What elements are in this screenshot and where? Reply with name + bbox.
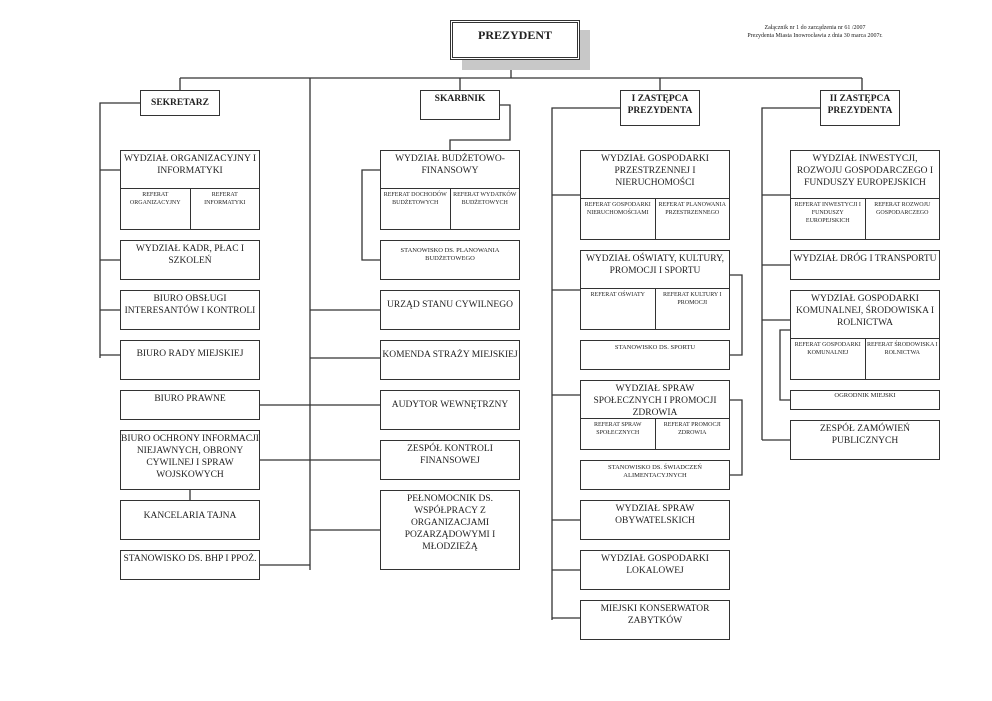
dept-title: WYDZIAŁ SPRAW SPOŁECZNYCH I PROMOCJI ZDR…: [593, 384, 717, 418]
sekretarz-box: SEKRETARZ: [140, 90, 220, 116]
dept-komunalnej: WYDZIAŁ GOSPODARKI KOMUNALNEJ, ŚRODOWISK…: [790, 290, 940, 380]
office-usc: URZĄD STANU CYWILNEGO: [380, 290, 520, 330]
ogrodnik: OGRODNIK MIEJSKI: [790, 390, 940, 410]
dept-obywatelskich: WYDZIAŁ SPRAW OBYWATELSKICH: [580, 500, 730, 540]
office-rady: BIURO RADY MIEJSKIEJ: [120, 340, 260, 380]
plenipotentiary: PEŁNOMOCNIK DS. WSPÓŁPRACY Z ORGANIZACJA…: [380, 490, 520, 570]
dept-inwestycji: WYDZIAŁ INWESTYCJI, ROZWOJU GOSPODARCZEG…: [790, 150, 940, 240]
dept-title: WYDZIAŁ GOSPODARKI PRZESTRZENNEJ I NIERU…: [601, 154, 709, 188]
sub-unit: REFERAT PROMOCJI ZDROWIA: [654, 419, 730, 449]
kancelaria-tajna: KANCELARIA TAJNA: [120, 500, 260, 540]
office-audytor: AUDYTOR WEWNĘTRZNY: [380, 390, 520, 430]
dept-title: WYDZIAŁ OŚWIATY, KULTURY, PROMOCJI I SPO…: [585, 254, 725, 276]
dept-title: WYDZIAŁ ORGANIZACYJNY I INFORMATYKI: [123, 154, 257, 176]
dept-budzetowy: WYDZIAŁ BUDŻETOWO-FINANSOWY REFERAT DOCH…: [380, 150, 520, 230]
dept-title: WYDZIAŁ INWESTYCJI, ROZWOJU GOSPODARCZEG…: [796, 154, 934, 188]
dept-organizacyjny: WYDZIAŁ ORGANIZACYJNY I INFORMATYKI REFE…: [120, 150, 260, 230]
skarbnik-box: SKARBNIK: [420, 90, 500, 120]
team-kontroli: ZESPÓŁ KONTROLI FINANSOWEJ: [380, 440, 520, 480]
dept-title: WYDZIAŁ GOSPODARKI KOMUNALNEJ, ŚRODOWISK…: [795, 294, 934, 328]
sub-unit: REFERAT GOSPODARKI NIERUCHOMOŚCIAMI: [584, 202, 651, 216]
document-note: Załącznik nr 1 do zarządzenia nr 61 /200…: [700, 24, 930, 41]
sub-unit: REFERAT INFORMATYKI: [189, 189, 260, 229]
sub-unit: REFERAT KULTURY I PROMOCJI: [654, 289, 730, 329]
sub-unit: REFERAT PLANOWANIA PRZESTRZENNEGO: [654, 199, 730, 239]
post-swiadczen: STANOWISKO DS. ŚWIADCZEŃ ALIMENTACYJNYCH: [580, 460, 730, 490]
sub-unit: REFERAT WYDATKÓW BUDŻETOWYCH: [449, 189, 520, 229]
note-line: Prezydenta Miasta Inowrocławia z dnia 30…: [747, 33, 883, 40]
office-ochrony: BIURO OCHRONY INFORMACJI NIEJAWNYCH, OBR…: [120, 430, 260, 490]
dept-drog: WYDZIAŁ DRÓG I TRANSPORTU: [790, 250, 940, 280]
sub-unit: REFERAT ROZWOJU GOSPODARCZEGO: [864, 199, 940, 239]
office-prawne: BIURO PRAWNE: [120, 390, 260, 420]
post-planowania: STANOWISKO DS. PLANOWANIA BUDŻETOWEGO: [380, 240, 520, 280]
sub-unit: REFERAT INWESTYCJI I FUNDUSZY EUROPEJSKI…: [794, 202, 861, 224]
president-box: PREZYDENT: [450, 20, 580, 60]
team-zamowien: ZESPÓŁ ZAMÓWIEŃ PUBLICZNYCH: [790, 420, 940, 460]
dept-kadr: WYDZIAŁ KADR, PŁAC I SZKOLEŃ: [120, 240, 260, 280]
sub-unit: REFERAT ŚRODOWISKA I ROLNICTWA: [864, 339, 940, 379]
sub-unit: REFERAT GOSPODARKI KOMUNALNEJ: [794, 342, 861, 356]
dept-oswiaty: WYDZIAŁ OŚWIATY, KULTURY, PROMOCJI I SPO…: [580, 250, 730, 330]
second-deputy-box: II ZASTĘPCA PREZYDENTA: [820, 90, 900, 126]
sub-unit: REFERAT OŚWIATY: [590, 292, 645, 298]
sub-unit: REFERAT DOCHODÓW BUDŻETOWYCH: [383, 192, 447, 206]
dept-spoleczne: WYDZIAŁ SPRAW SPOŁECZNYCH I PROMOCJI ZDR…: [580, 380, 730, 450]
post-bhp: STANOWISKO DS. BHP I PPOŻ.: [120, 550, 260, 580]
dept-title: WYDZIAŁ BUDŻETOWO-FINANSOWY: [395, 154, 505, 176]
office-obslugi: BIURO OBSŁUGI INTERESANTÓW I KONTROLI: [120, 290, 260, 330]
post-sportu: STANOWISKO DS. SPORTU: [580, 340, 730, 370]
konserwator: MIEJSKI KONSERWATOR ZABYTKÓW: [580, 600, 730, 640]
dept-przestrzennej: WYDZIAŁ GOSPODARKI PRZESTRZENNEJ I NIERU…: [580, 150, 730, 240]
sub-unit: REFERAT SPRAW SPOŁECZNYCH: [593, 422, 642, 436]
sub-unit: REFERAT ORGANIZACYJNY: [129, 192, 181, 206]
note-line: Załącznik nr 1 do zarządzenia nr 61 /200…: [764, 25, 866, 31]
first-deputy-box: I ZASTĘPCA PREZYDENTA: [620, 90, 700, 126]
office-straz: KOMENDA STRAŻY MIEJSKIEJ: [380, 340, 520, 380]
dept-lokalowej: WYDZIAŁ GOSPODARKI LOKALOWEJ: [580, 550, 730, 590]
